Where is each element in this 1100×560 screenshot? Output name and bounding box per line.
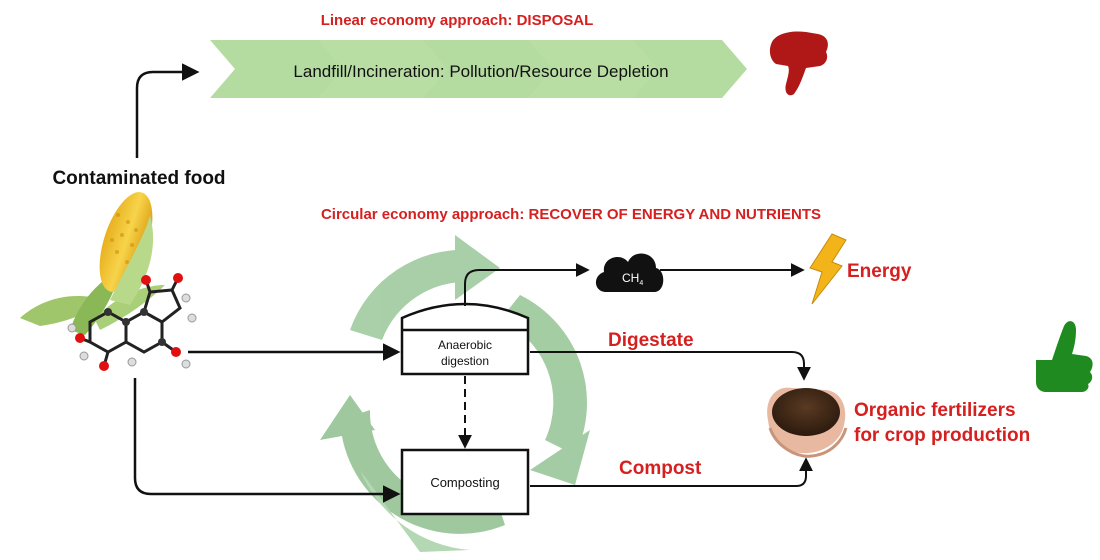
- digestate-arrow: [530, 351, 811, 381]
- compost-label: Compost: [619, 458, 702, 479]
- fertilizer-label-line1: Organic fertilizers: [854, 400, 1016, 421]
- anaerobic-label-line2: digestion: [441, 354, 489, 368]
- corn-icon: [20, 192, 165, 335]
- energy-label: Energy: [847, 261, 912, 282]
- molecule-atoms: [67, 273, 197, 371]
- anaerobic-label-line1: Anaerobic: [438, 338, 492, 352]
- compost-arrow: [530, 457, 813, 487]
- anaerobic-digestion-box: [400, 302, 530, 376]
- composting-label: Composting: [430, 475, 499, 490]
- linear-arrow: [135, 63, 200, 158]
- soil-hands-icon: [767, 387, 848, 458]
- digestate-label: Digestate: [608, 330, 694, 351]
- food-to-composting-arrow: [133, 378, 401, 503]
- source-label: Contaminated food: [52, 168, 225, 189]
- composting-box: [400, 448, 530, 516]
- linear-title: Linear economy approach: DISPOSAL: [321, 12, 594, 29]
- lightning-icon: [809, 233, 847, 305]
- linear-banner: [210, 40, 747, 98]
- linear-banner-text: Landfill/Incineration: Pollution/Resourc…: [293, 62, 668, 81]
- circular-title: Circular economy approach: RECOVER OF EN…: [321, 206, 821, 223]
- methane-label: CH4: [622, 271, 643, 287]
- fertilizer-label-line2: for crop production: [854, 425, 1030, 446]
- anaerobic-to-methane-arrow: [464, 263, 590, 306]
- thumbs-up-icon: [1036, 321, 1093, 392]
- thumbs-down-icon: [769, 31, 828, 96]
- cloud-icon: [595, 253, 664, 292]
